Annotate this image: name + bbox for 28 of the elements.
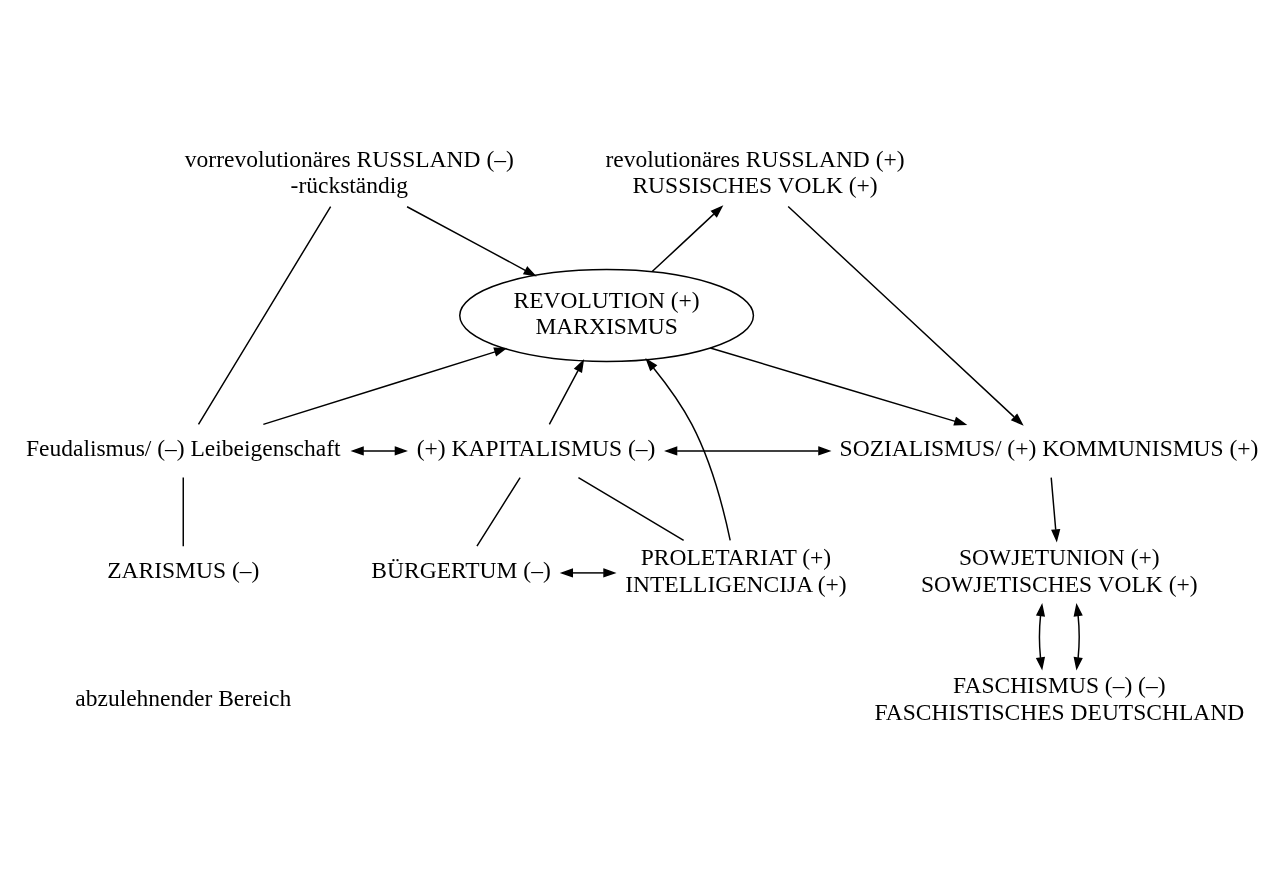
connector bbox=[197, 205, 332, 426]
node-text: Feudalismus/ (–) Leibeigenschaft bbox=[25, 435, 341, 462]
connector bbox=[182, 476, 184, 547]
node-text: FASCHISMUS (–) (–) FASCHISTISCHES DEUTSCHLAND bbox=[874, 672, 1245, 725]
arrow bbox=[1050, 476, 1061, 543]
arrow bbox=[262, 347, 508, 426]
connector bbox=[476, 476, 521, 547]
arrow bbox=[406, 206, 537, 277]
node-text: PROLETARIAT (+) INTELLIGENCIJA (+) bbox=[625, 544, 847, 597]
node-text: vorrevolutionäres RUSSLAND (–) -rückständig bbox=[184, 145, 514, 199]
node-text: BÜRGERTUM (–) bbox=[371, 557, 551, 584]
node-text: ZARISMUS (–) bbox=[107, 557, 260, 584]
arrow bbox=[709, 347, 968, 426]
node-text: SOWJETUNION (+) SOWJETISCHES VOLK (+) bbox=[921, 544, 1198, 597]
arrow bbox=[651, 205, 724, 273]
arrow bbox=[1073, 603, 1083, 671]
node-text: (+) KAPITALISMUS (–) bbox=[416, 435, 656, 462]
label: abzulehnender Bereich bbox=[75, 685, 292, 712]
node-text: SOZIALISMUS/ (+) KOMMUNISMUS (+) bbox=[839, 435, 1259, 462]
arrow bbox=[645, 358, 731, 541]
arrow bbox=[548, 359, 585, 426]
arrow bbox=[1035, 603, 1046, 671]
node-text: revolutionäres RUSSLAND (+) RUSSISCHES VOLK (+) bbox=[605, 145, 905, 199]
arrow bbox=[559, 568, 617, 578]
connector bbox=[577, 476, 685, 541]
arrow bbox=[787, 205, 1024, 426]
arrow bbox=[350, 446, 408, 456]
arrow bbox=[664, 446, 832, 456]
